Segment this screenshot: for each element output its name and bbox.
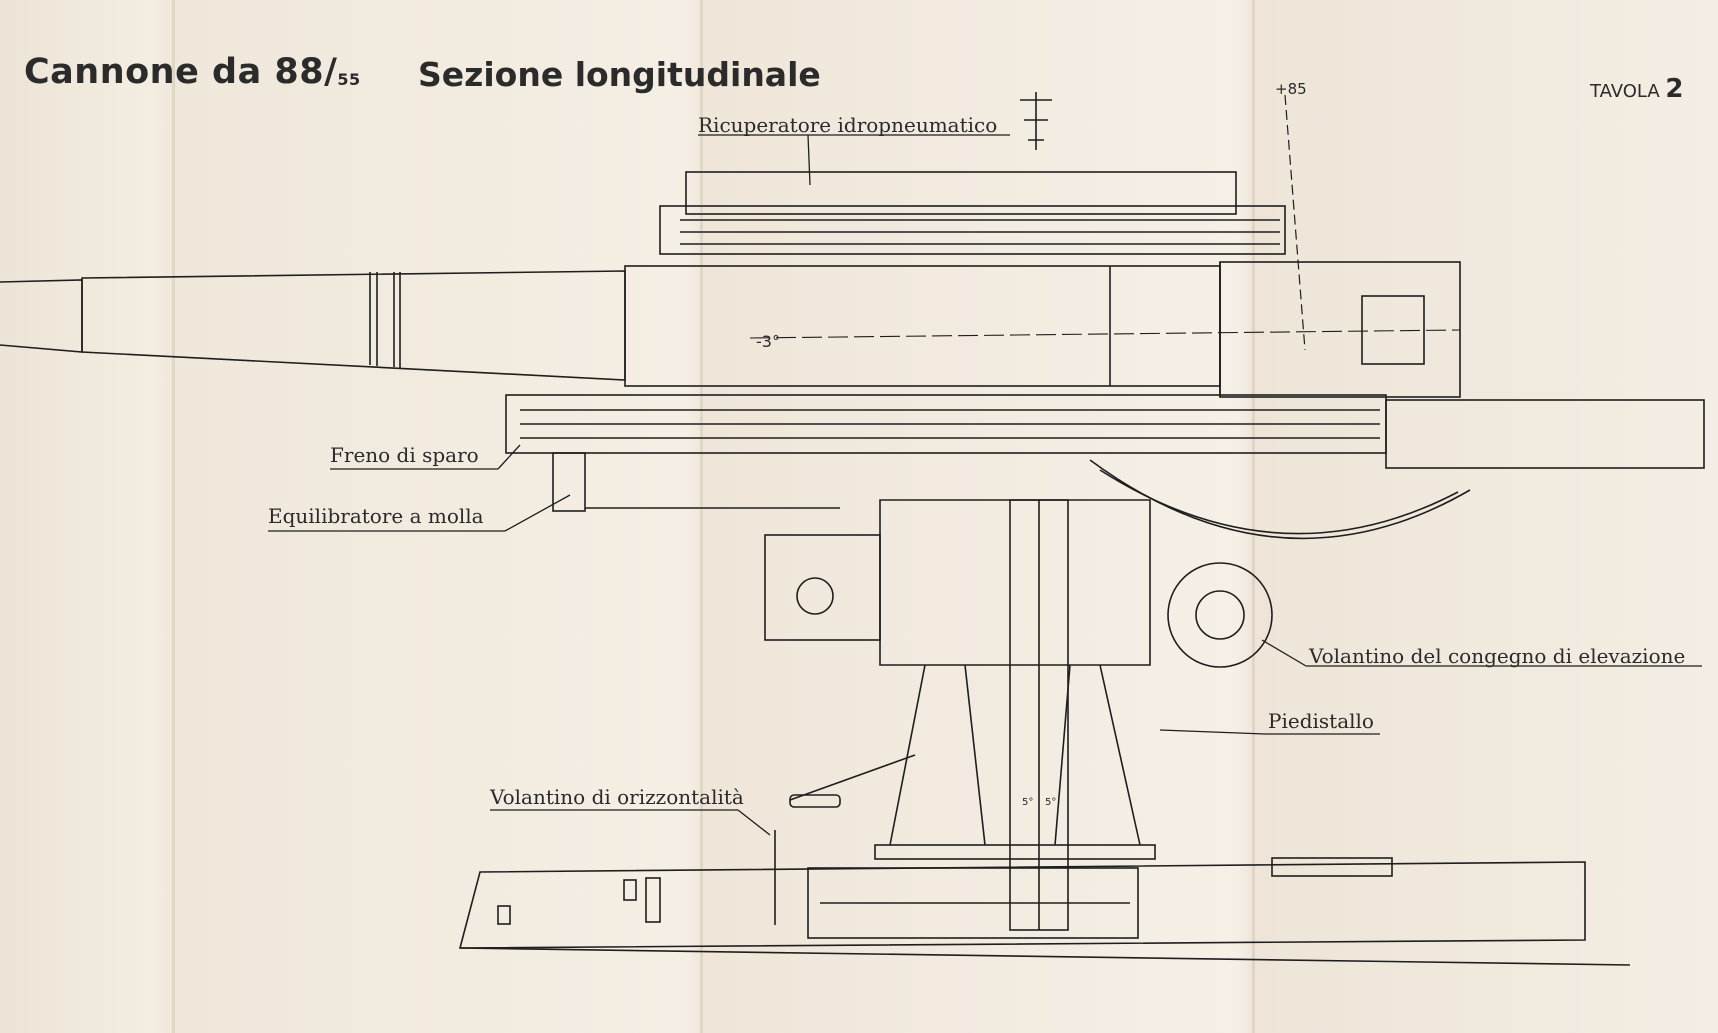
label-recoil-brake: Freno di sparo bbox=[330, 443, 479, 467]
plate-label-text: TAVOLA bbox=[1590, 81, 1660, 102]
side-gearbox bbox=[764, 534, 881, 641]
angle-left-label: 5° bbox=[1022, 797, 1034, 808]
label-elevation-handwheel: Volantino del congegno di elevazione bbox=[1309, 644, 1686, 668]
page-fold bbox=[1252, 0, 1255, 1033]
elevation-mark: +85 bbox=[1275, 80, 1307, 98]
plate-number: 2 bbox=[1665, 74, 1684, 104]
barrel-angle-label: -3° bbox=[756, 332, 780, 351]
leveling-handwheel bbox=[789, 794, 841, 808]
cradle-jacket bbox=[624, 265, 1221, 387]
recuperator-body bbox=[659, 205, 1286, 255]
label-equilibrator: Equilibratore a molla bbox=[268, 504, 484, 528]
page-title: Cannone da 88/55 bbox=[24, 52, 361, 92]
pedestal-cone bbox=[889, 664, 1141, 846]
elevation-handwheel bbox=[1167, 562, 1273, 668]
carriage-housing bbox=[879, 499, 1151, 666]
section-title: Sezione longitudinale bbox=[418, 55, 821, 94]
barrel-muzzle bbox=[0, 279, 83, 353]
base-platform bbox=[458, 861, 1586, 949]
label-recuperator: Ricuperatore idropneumatico bbox=[698, 113, 998, 137]
barrel-tube bbox=[81, 270, 626, 381]
equilibrator-housing bbox=[552, 452, 586, 512]
label-leveling-handwheel: Volantino di orizzontalità bbox=[490, 785, 744, 809]
title-main-subscript: 55 bbox=[337, 70, 361, 89]
elevation-axis-line bbox=[1284, 94, 1306, 351]
title-main-text: Cannone da 88/ bbox=[24, 52, 338, 92]
plate-label: TAVOLA 2 bbox=[1590, 74, 1684, 104]
bore-axis-line bbox=[749, 329, 1461, 339]
page-fold bbox=[700, 0, 703, 1033]
page-fold bbox=[172, 0, 175, 1033]
trail-rail bbox=[1385, 399, 1705, 469]
label-pedestal: Piedistallo bbox=[1268, 709, 1374, 733]
angle-right-label: 5° bbox=[1045, 797, 1057, 808]
sight-mount bbox=[1020, 92, 1052, 150]
traverse-gear bbox=[807, 867, 1139, 939]
recuperator-cylinder bbox=[685, 171, 1237, 215]
